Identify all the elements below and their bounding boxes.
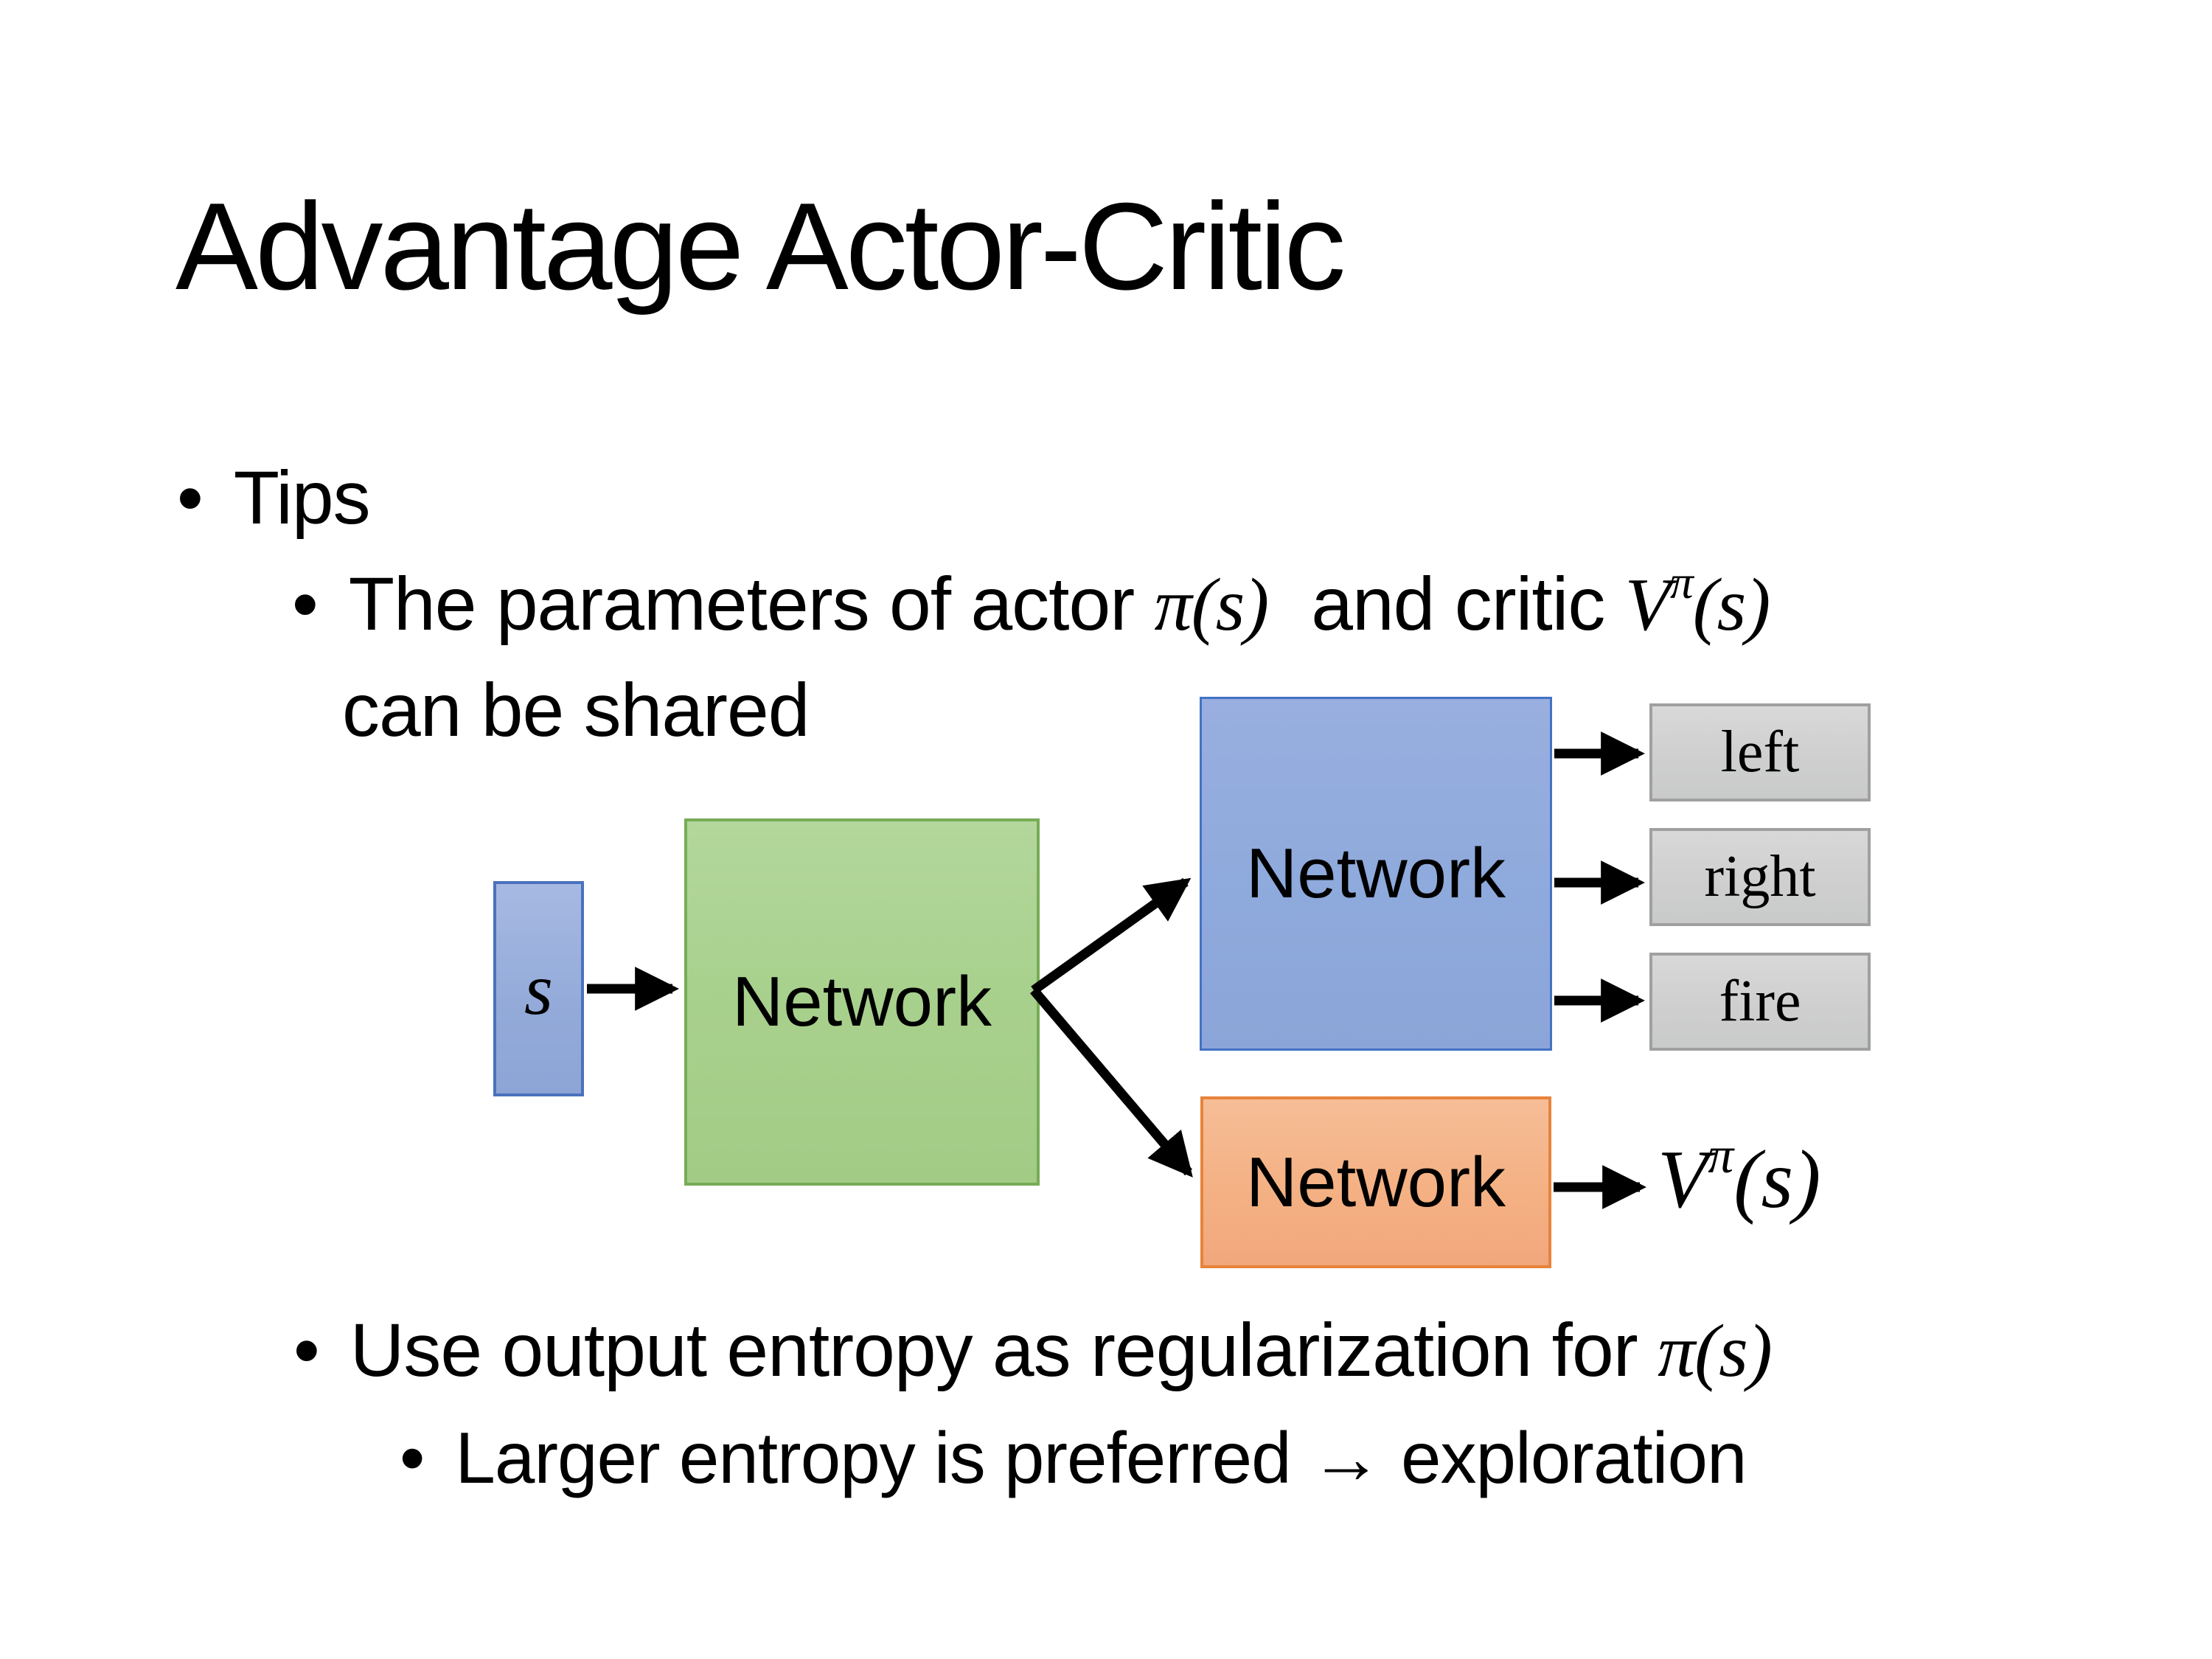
critic-network-box: Network — [1200, 1096, 1551, 1268]
bullet-parameters-line2: can be shared — [342, 664, 810, 758]
bullet-icon: • — [400, 1417, 425, 1498]
critic-output-sup: π — [1708, 1127, 1734, 1185]
action-right-label: right — [1704, 844, 1816, 909]
critic-output-args: (s) — [1733, 1134, 1821, 1225]
actor-network-box: Network — [1200, 697, 1552, 1051]
bullet-entropy-text: Use output entropy as regularization for… — [349, 1304, 1773, 1399]
actor-network-label: Network — [1245, 834, 1506, 913]
bullet-parameters: • The parameters of actor π(s) and criti… — [292, 557, 1770, 653]
action-box-left: left — [1649, 703, 1871, 801]
input-state-box: s — [493, 881, 584, 1096]
action-box-fire: fire — [1649, 953, 1871, 1051]
shared-network-label: Network — [731, 962, 992, 1041]
bullet-larger-entropy-text: Larger entropy is preferred → exploratio… — [455, 1417, 1747, 1498]
input-state-label: s — [524, 947, 553, 1030]
entropy-policy-math: π(s) — [1658, 1310, 1773, 1393]
bullet-icon: • — [293, 1308, 320, 1392]
bullet-tips: • Tips — [177, 451, 371, 546]
shared-network-box: Network — [684, 818, 1040, 1186]
critic-network-label: Network — [1245, 1142, 1506, 1222]
bullet-parameters-text: The parameters of actor π(s) and critic … — [348, 557, 1771, 653]
arrow-shared-to-critic — [1030, 987, 1193, 1178]
action-box-right: right — [1649, 828, 1871, 926]
critic-output-base: V — [1658, 1134, 1708, 1225]
parameters-prefix: The parameters of actor — [348, 562, 1155, 646]
bullet-entropy: • Use output entropy as regularization f… — [293, 1304, 1773, 1399]
critic-math-args: (s) — [1692, 563, 1771, 647]
action-left-label: left — [1720, 720, 1800, 785]
page-title: Advantage Actor-Critic — [175, 177, 1346, 316]
bullet-icon: • — [177, 456, 204, 540]
parameters-middle: and critic — [1290, 562, 1625, 646]
critic-output-label: Vπ(s) — [1658, 1127, 1820, 1234]
critic-math-base: V — [1624, 563, 1671, 647]
action-fire-label: fire — [1719, 969, 1801, 1034]
bullet-tips-label: Tips — [233, 456, 371, 540]
arrow-shared-to-actor — [1031, 877, 1192, 995]
actor-policy-math: π(s) — [1154, 563, 1270, 647]
critic-value-math: Vπ(s) — [1624, 557, 1771, 647]
bullet-icon: • — [292, 562, 319, 646]
entropy-prefix: Use output entropy as regularization for — [349, 1308, 1658, 1392]
parameters-line2-text: can be shared — [342, 668, 810, 752]
bullet-larger-entropy: • Larger entropy is preferred → explorat… — [400, 1413, 1747, 1503]
critic-math-sup: π — [1670, 557, 1694, 609]
